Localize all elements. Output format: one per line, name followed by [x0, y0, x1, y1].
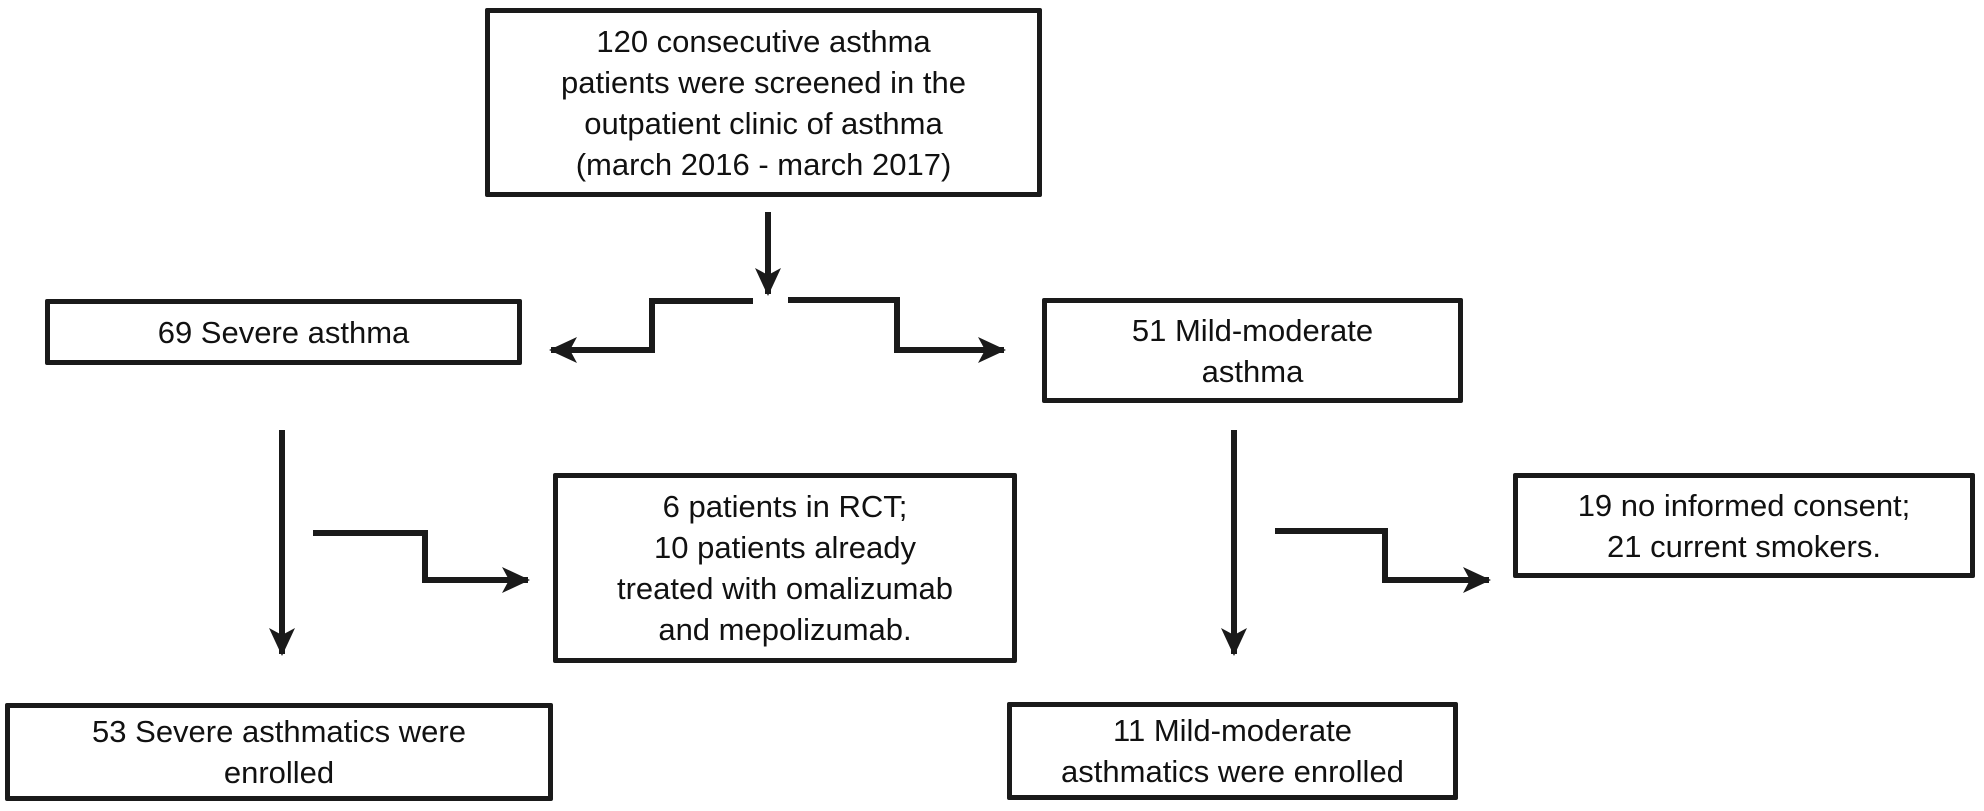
arrow-severe-to-excluded	[313, 530, 530, 593]
arrow-split-to-severe	[549, 298, 753, 363]
box-mild-moderate-exclusions: 19 no informed consent; 21 current smoke…	[1513, 473, 1975, 578]
box-mild-moderate-asthma: 51 Mild-moderate asthma	[1042, 298, 1463, 403]
box-severe-asthma: 69 Severe asthma	[45, 299, 522, 365]
arrow-mild-to-excluded	[1275, 528, 1491, 593]
box-severe-enrolled: 53 Severe asthmatics were enrolled	[5, 703, 553, 801]
arrow-split-to-mild-moderate	[788, 297, 1006, 363]
box-screened-patients: 120 consecutive asthma patients were scr…	[485, 8, 1042, 197]
box-mild-moderate-enrolled: 11 Mild-moderate asthmatics were enrolle…	[1007, 702, 1458, 800]
box-severe-exclusions: 6 patients in RCT; 10 patients already t…	[553, 473, 1017, 663]
